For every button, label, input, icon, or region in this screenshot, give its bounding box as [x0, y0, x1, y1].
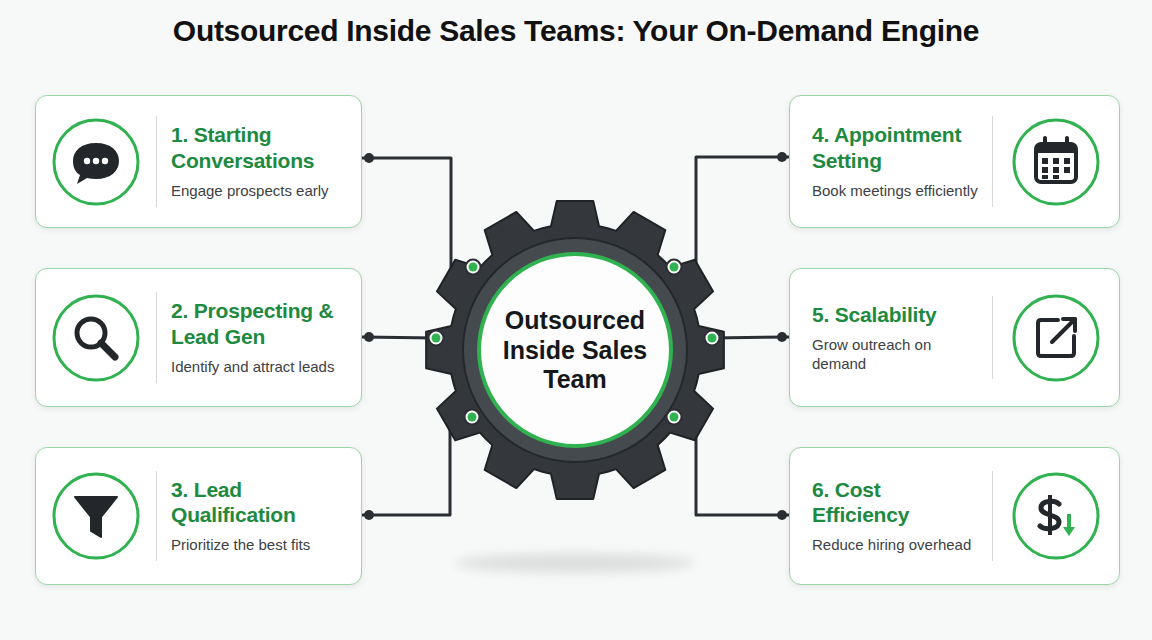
connector-dot: [777, 152, 787, 162]
card-heading: 6. Cost Efficiency: [812, 477, 980, 527]
funnel-icon: [75, 497, 117, 537]
benefit-card: 6. Cost EfficiencyReduce hiring overhead: [789, 447, 1120, 585]
card-heading: 4. Appointment Setting: [812, 122, 980, 172]
connector-line: [362, 158, 473, 267]
gear-port: [429, 331, 444, 346]
chat-icon: [73, 143, 119, 184]
gear-port-dot: [469, 263, 478, 272]
gear-port: [667, 410, 682, 425]
benefit-card: 4. Appointment SettingBook meetings effi…: [789, 95, 1120, 228]
icon-ring: [54, 296, 138, 380]
card-description: Reduce hiring overhead: [812, 536, 980, 555]
card-description: Engage prospects early: [171, 182, 355, 201]
connector-dot: [777, 510, 787, 520]
connector-group: [362, 152, 789, 520]
card-description: Book meetings efficiently: [812, 182, 980, 201]
card-icon: [1010, 292, 1102, 384]
hub-gear: Outsourced Inside Sales Team: [425, 200, 725, 500]
gear-port: [705, 331, 720, 346]
benefit-card: 3. Lead QualificationPrioritize the best…: [35, 447, 362, 585]
gear-ring: [463, 238, 687, 462]
hub-text-block: Outsourced Inside Sales Team: [495, 306, 655, 395]
card-icon: [50, 292, 142, 384]
card-text-column: 2. Prospecting & Lead GenIdentify and at…: [156, 292, 361, 382]
search-icon: [77, 319, 115, 357]
gear-hub: [479, 254, 671, 446]
external-icon: [1038, 319, 1075, 356]
card-text-column: 1. Starting ConversationsEngage prospect…: [156, 116, 361, 206]
card-icon: [50, 116, 142, 208]
card-text-column: 4. Appointment SettingBook meetings effi…: [790, 116, 993, 206]
dollar-icon: [1040, 495, 1075, 536]
icon-holder: [993, 470, 1119, 562]
icon-ring: [1014, 120, 1098, 204]
card-text-column: 5. ScalabilityGrow outreach on demand: [790, 296, 993, 380]
connector-dot: [364, 510, 374, 520]
card-description: Grow outreach on demand: [812, 336, 980, 374]
card-icon: [1010, 470, 1102, 562]
icon-ring: [1014, 296, 1098, 380]
icon-holder: [993, 116, 1119, 208]
gear-port: [465, 410, 480, 425]
card-text-column: 3. Lead QualificationPrioritize the best…: [156, 471, 361, 561]
icon-ring: [54, 120, 138, 204]
icon-holder: [36, 470, 156, 562]
card-heading: 3. Lead Qualification: [171, 477, 355, 527]
card-heading: 1. Starting Conversations: [171, 122, 355, 172]
icon-ring: [54, 474, 138, 558]
card-description: Identify and attract leads: [171, 358, 355, 377]
card-text-column: 6. Cost EfficiencyReduce hiring overhead: [790, 471, 993, 561]
gear-port: [466, 260, 481, 275]
icon-holder: [36, 292, 156, 384]
connector-dot: [777, 332, 787, 342]
gear-body: [426, 201, 724, 499]
gear-port-dot: [468, 413, 477, 422]
connector-dot: [364, 153, 374, 163]
icon-holder: [993, 292, 1119, 384]
gear-port-dot: [432, 334, 441, 343]
gear-port-dot: [708, 334, 717, 343]
card-description: Prioritize the best fits: [171, 536, 355, 555]
icon-ring: [1014, 474, 1098, 558]
gear-port-dot: [670, 413, 679, 422]
benefit-card: 5. ScalabilityGrow outreach on demand: [789, 268, 1120, 407]
icon-holder: [36, 116, 156, 208]
gear-port-dot: [670, 263, 679, 272]
card-icon: [50, 470, 142, 562]
connector-line: [674, 157, 789, 267]
gear-shadow: [455, 553, 695, 573]
diagram-title: Outsourced Inside Sales Teams: Your On-D…: [0, 14, 1152, 48]
card-heading: 5. Scalability: [812, 302, 980, 327]
benefit-card: 1. Starting ConversationsEngage prospect…: [35, 95, 362, 228]
gear-port: [667, 260, 682, 275]
hub-label: Outsourced Inside Sales Team: [495, 306, 655, 395]
card-heading: 2. Prospecting & Lead Gen: [171, 298, 355, 348]
benefit-card: 2. Prospecting & Lead GenIdentify and at…: [35, 268, 362, 407]
connector-dot: [364, 332, 374, 342]
card-icon: [1010, 116, 1102, 208]
calendar-icon: [1036, 138, 1076, 182]
